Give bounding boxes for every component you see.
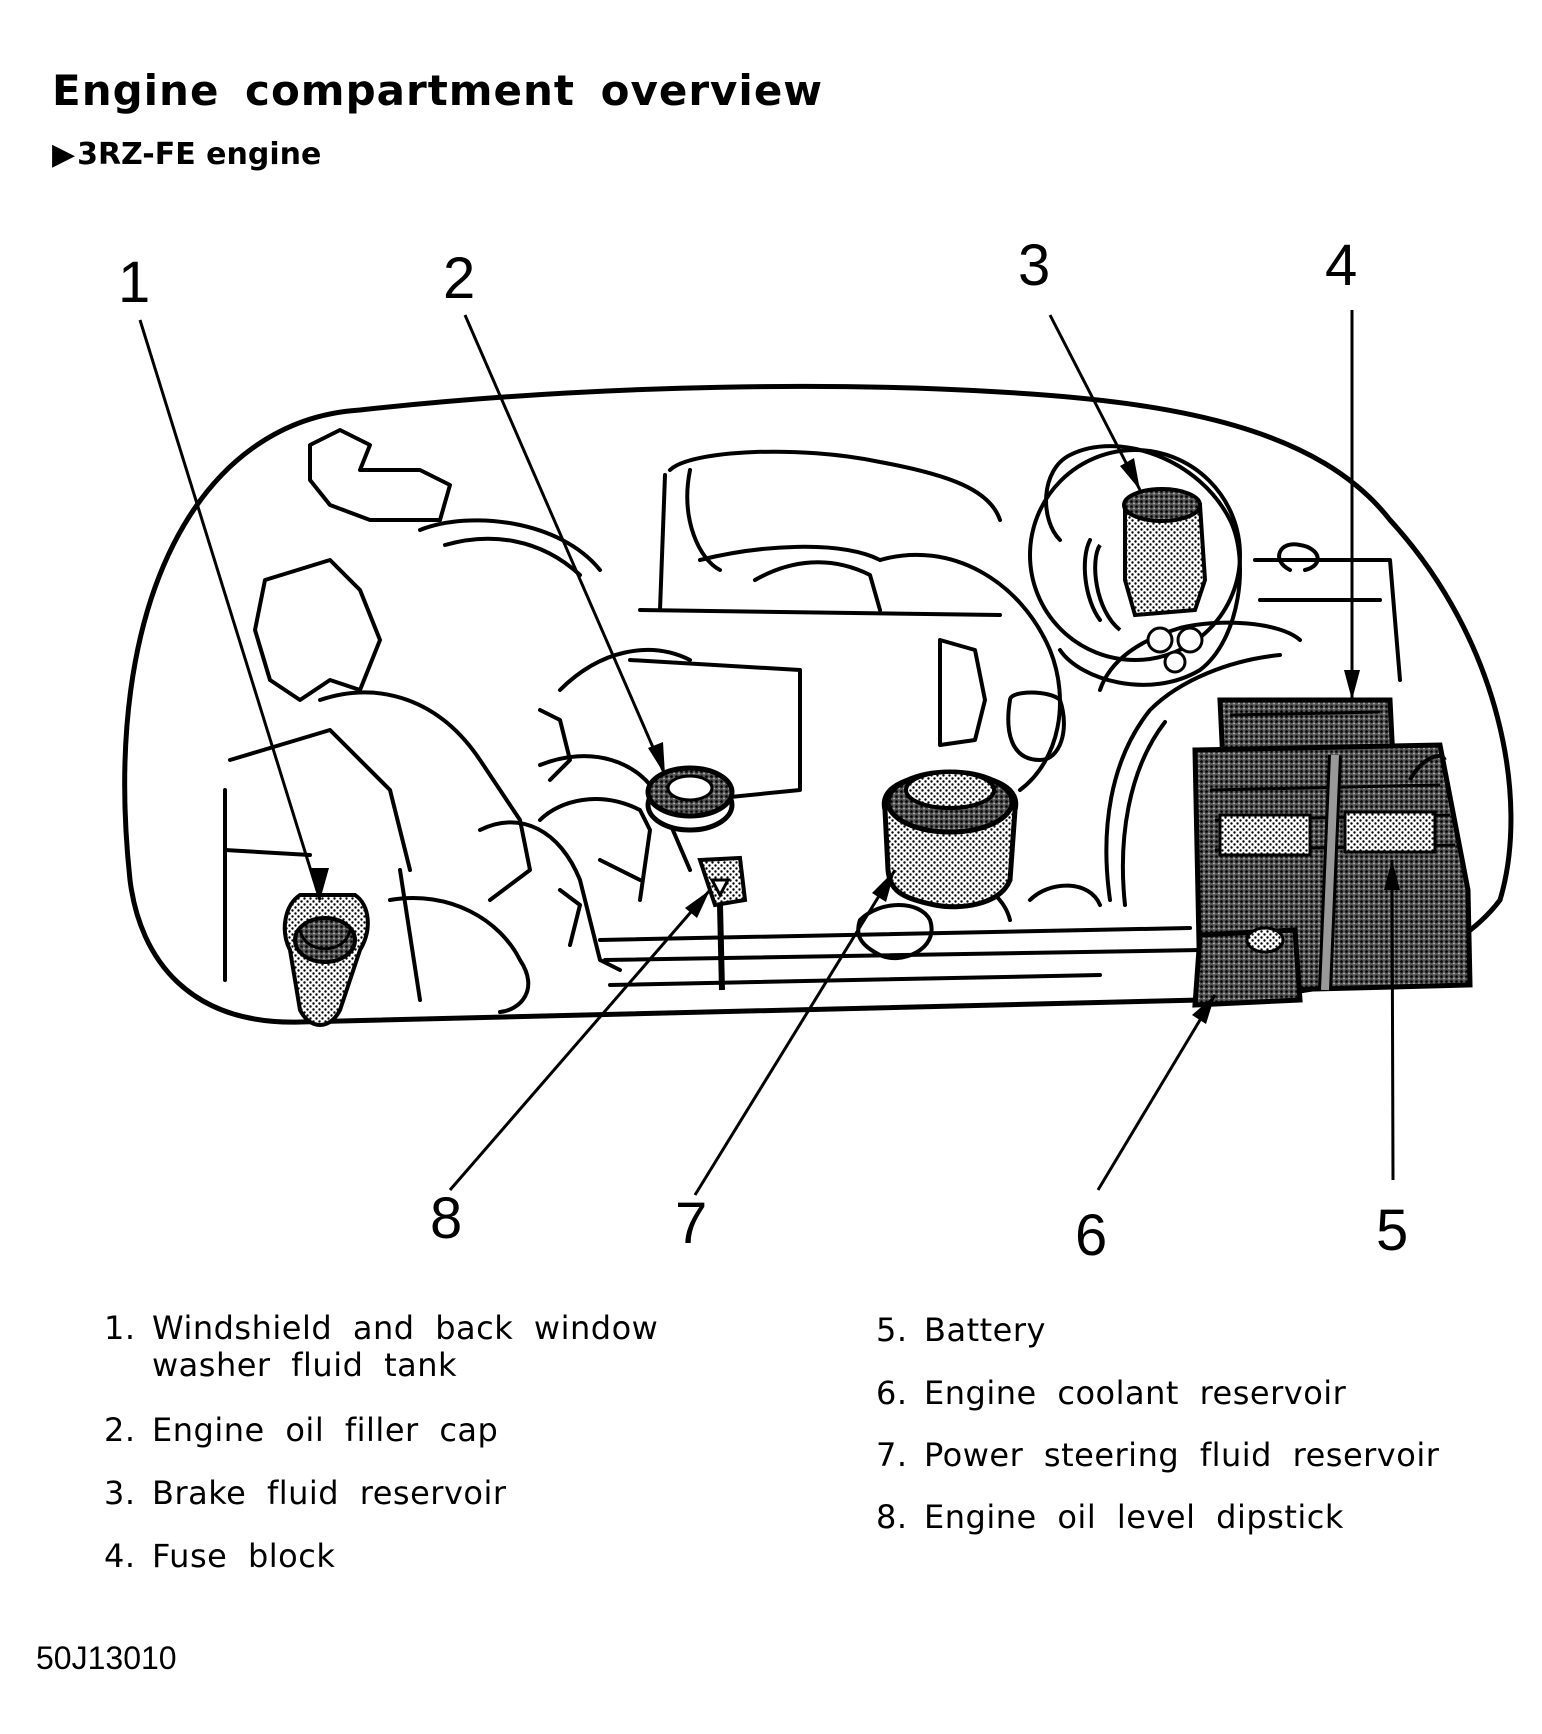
leader-line-1 [138, 319, 322, 901]
leader-line-6 [1096, 994, 1217, 1191]
coolant-reservoir [1192, 926, 1303, 1008]
callout-7: 7 [675, 1191, 707, 1256]
callout-6: 6 [1075, 1203, 1107, 1268]
callout-4: 4 [1325, 233, 1357, 298]
callout-2: 2 [443, 246, 475, 311]
leader-arrowheads [311, 458, 1400, 1024]
subtitle-text: 3RZ-FE engine [77, 137, 322, 172]
legend-item-4: 4.Fuse block [104, 1537, 336, 1575]
oil-dipstick [697, 855, 748, 991]
leader-line-8 [448, 889, 712, 1191]
legend-item-7: 7.Power steering fluid reservoir [876, 1436, 1440, 1474]
legend-item-1: 1.Windshield and back window washer flui… [104, 1309, 659, 1384]
leader-line-2 [463, 314, 667, 776]
legend-item-1-line2: washer fluid tank [152, 1345, 458, 1384]
power-steering-reservoir [881, 769, 1019, 910]
legend-item-3: 3.Brake fluid reservoir [104, 1474, 507, 1512]
leader-line-3 [1048, 314, 1142, 491]
leader-line-7 [693, 869, 897, 1196]
leader-lines [138, 310, 1395, 1196]
figure-code: 50J13010 [36, 1640, 177, 1676]
page-title: Engine compartment overview [52, 66, 824, 115]
callout-5: 5 [1376, 1198, 1408, 1263]
page-subtitle: ▶3RZ-FE engine [52, 137, 321, 172]
leader-line-5 [1390, 859, 1395, 1181]
washer-fluid-tank-cap [282, 893, 370, 1027]
oil-filler-cap [645, 765, 735, 833]
legend-item-2: 2.Engine oil filler cap [104, 1411, 499, 1449]
callout-8: 8 [430, 1186, 462, 1251]
legend-item-5: 5.Battery [876, 1311, 1046, 1349]
triangle-right-icon: ▶ [52, 137, 76, 172]
callout-1: 1 [118, 250, 150, 315]
brake-fluid-reservoir [1028, 448, 1242, 674]
legend-item-1-line1: Windshield and back window [152, 1309, 659, 1347]
legend-item-8: 8.Engine oil level dipstick [876, 1498, 1344, 1536]
legend-item-6: 6.Engine coolant reservoir [876, 1374, 1347, 1412]
callout-3: 3 [1018, 233, 1050, 298]
